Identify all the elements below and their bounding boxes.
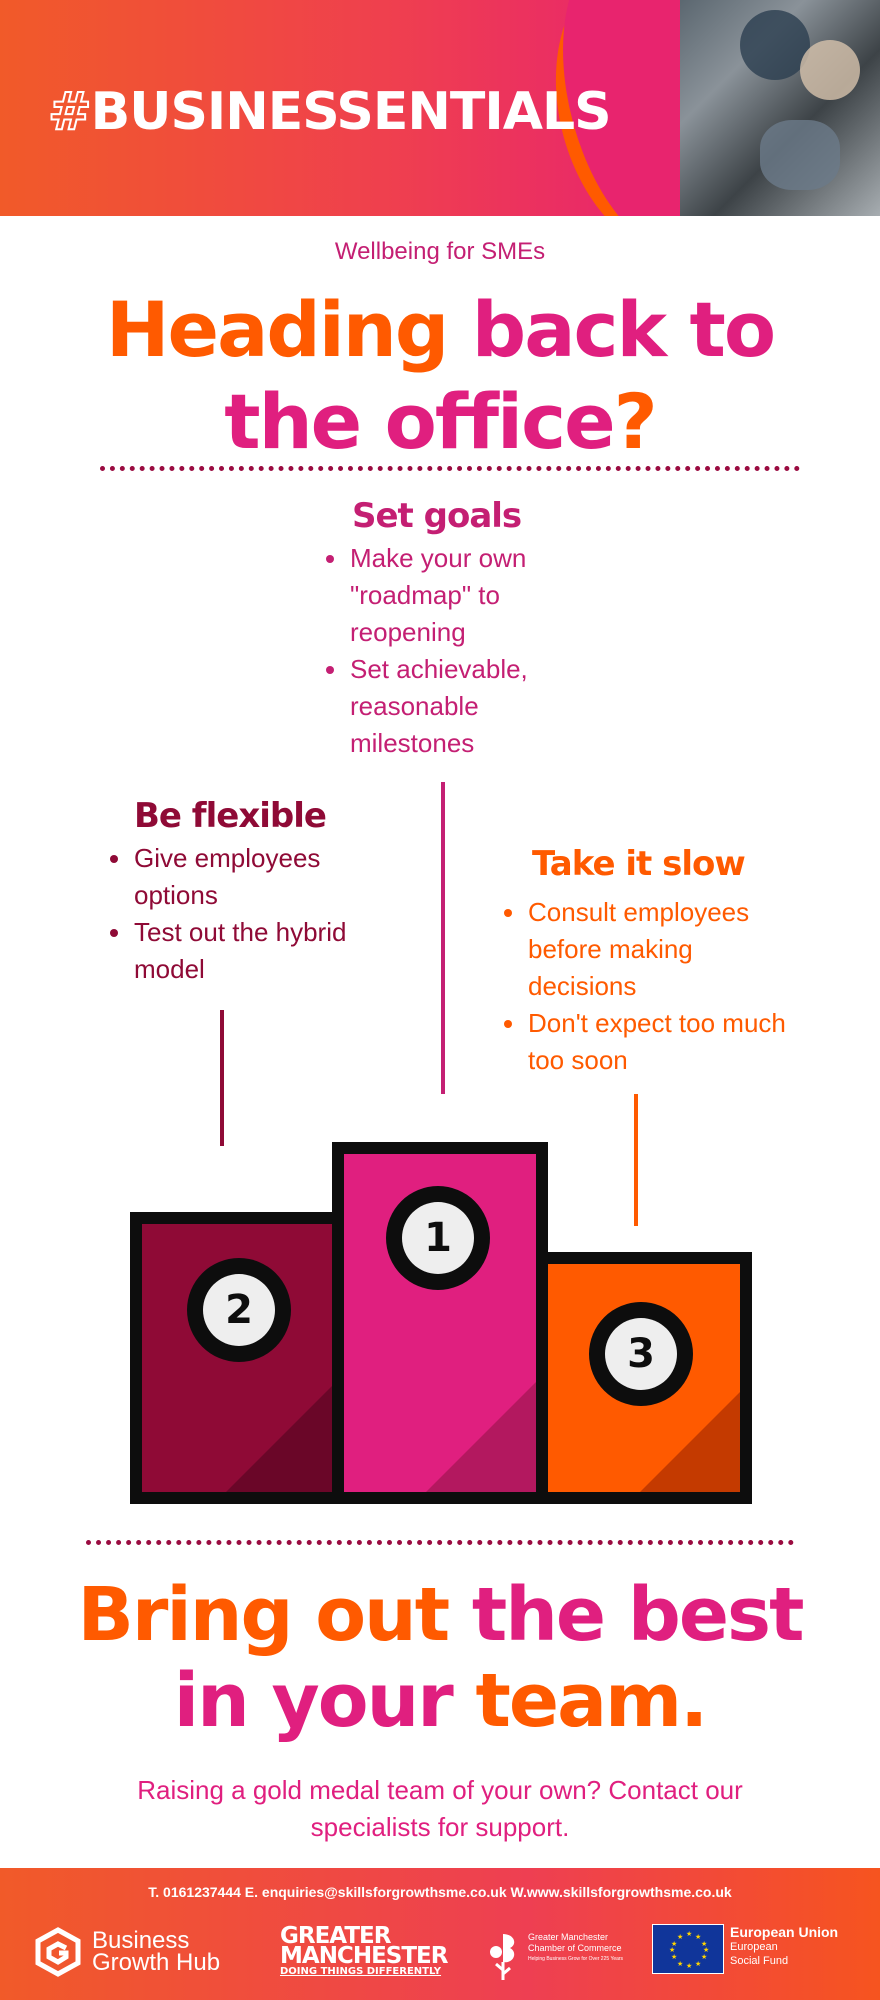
divider-bottom bbox=[86, 1540, 794, 1545]
rank-number: 3 bbox=[605, 1318, 677, 1390]
footer: T. 0161237444 E. enquiries@skillsforgrow… bbox=[0, 1868, 880, 2000]
eyebrow-text: Wellbeing for SMEs bbox=[334, 238, 546, 265]
connector-line-second bbox=[220, 1010, 224, 1146]
step-third-list: Consult employees before making decision… bbox=[504, 894, 804, 1079]
list-item: Make your own "roadmap" to reopening bbox=[326, 540, 566, 651]
page-headline: Heading back to the office? bbox=[0, 284, 880, 468]
hashtag-symbol: # bbox=[47, 81, 93, 143]
eu-esf-logo[interactable]: ★★★ ★★★ ★★★ ★★★ European Union European … bbox=[652, 1924, 838, 1974]
hashtag-text: BUSINESSENTIALS bbox=[90, 82, 612, 142]
step-second-title: Be flexible bbox=[134, 796, 327, 836]
list-item: Set achievable, reasonable milestones bbox=[326, 651, 566, 762]
rank-badge-second: 2 bbox=[187, 1258, 291, 1362]
team-photo bbox=[680, 0, 880, 216]
eu-line1: European Union bbox=[730, 1924, 839, 1940]
rank-number: 1 bbox=[402, 1202, 474, 1274]
bgh-line1: Business bbox=[92, 1927, 190, 1954]
rank-number: 2 bbox=[203, 1274, 275, 1346]
gm-sub: DOING THINGS DIFFERENTLY bbox=[280, 1966, 442, 1977]
greater-manchester-logo[interactable]: GREATER MANCHESTER DOING THINGS DIFFEREN… bbox=[280, 1923, 448, 1978]
list-item: Give employees options bbox=[110, 840, 360, 914]
connector-line-third bbox=[634, 1094, 638, 1226]
tagline-part2: the best bbox=[448, 1572, 805, 1658]
gm-line2: MANCHESTER bbox=[280, 1943, 448, 1969]
tagline-part1: Bring out bbox=[77, 1572, 451, 1658]
cta-text: Raising a gold medal team of your own? C… bbox=[137, 1775, 743, 1842]
tagline-part3: in your bbox=[173, 1658, 454, 1744]
chamber-bee-icon bbox=[484, 1926, 522, 1982]
headline-part4: ? bbox=[613, 377, 658, 466]
bgh-line2: Growth Hub bbox=[92, 1949, 221, 1976]
step-third-title: Take it slow bbox=[532, 844, 746, 884]
step-first-title: Set goals bbox=[352, 496, 522, 536]
gmcc-line1: Greater Manchester bbox=[528, 1932, 609, 1942]
rank-badge-first: 1 bbox=[386, 1186, 490, 1290]
contact-details[interactable]: T. 0161237444 E. enquiries@skillsforgrow… bbox=[148, 1884, 732, 1900]
eu-line2: European bbox=[730, 1941, 778, 1953]
growth-hub-icon bbox=[32, 1926, 84, 1978]
step-second-list: Give employees options Test out the hybr… bbox=[110, 840, 360, 988]
list-item: Test out the hybrid model bbox=[110, 914, 360, 988]
gm-line1: GREATER bbox=[280, 1923, 391, 1949]
list-item: Consult employees before making decision… bbox=[504, 894, 804, 1005]
connector-line-first bbox=[441, 782, 445, 1094]
gmcc-tiny: Helping Business Grow for Over 225 Years bbox=[528, 1956, 624, 1962]
headline-part1: Heading bbox=[105, 285, 449, 374]
hashtag-title: #BUSINESSENTIALS bbox=[47, 81, 612, 143]
headline-part2: back to bbox=[447, 285, 776, 374]
headline-part3: the office bbox=[224, 377, 615, 466]
rank-badge-third: 3 bbox=[589, 1302, 693, 1406]
step-first-list: Make your own "roadmap" to reopening Set… bbox=[326, 540, 566, 762]
eu-line3: Social Fund bbox=[730, 1955, 789, 1967]
list-item: Don't expect too much too soon bbox=[504, 1005, 804, 1079]
tagline-part4: team. bbox=[451, 1658, 709, 1744]
header-banner: #BUSINESSENTIALS bbox=[0, 0, 880, 216]
tagline: Bring out the best in your team. bbox=[0, 1572, 880, 1744]
eu-flag-icon: ★★★ ★★★ ★★★ ★★★ bbox=[652, 1924, 724, 1974]
gmcc-line2: Chamber of Commerce bbox=[528, 1943, 622, 1953]
divider-top bbox=[100, 466, 800, 471]
